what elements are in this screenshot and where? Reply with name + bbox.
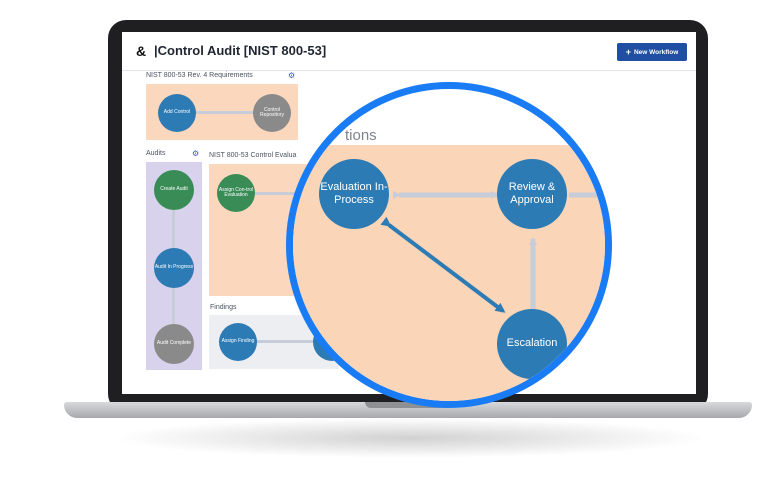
magnified-section-title: tions <box>345 127 377 144</box>
findings-title: Findings <box>210 304 237 311</box>
audits-panel: Create Audit Audit In Progress Audit Com… <box>146 162 202 370</box>
node-create-audit[interactable]: Create Audit <box>154 170 194 210</box>
requirements-title: NIST 800-53 Rev. 4 Requirements <box>146 72 253 79</box>
new-workflow-label: New Workflow <box>633 48 679 56</box>
plus-icon: + <box>625 46 631 57</box>
node-review-approval[interactable]: Review & Approval <box>497 159 567 229</box>
laptop-base <box>64 402 752 418</box>
page-title: |Control Audit [NIST 800-53] <box>154 43 327 58</box>
app-header: & |Control Audit [NIST 800-53] + New Wor… <box>122 32 696 71</box>
gear-icon[interactable]: ⚙ <box>288 71 296 80</box>
audits-title: Audits <box>146 150 166 157</box>
node-control-repository[interactable]: Control Repository <box>253 94 291 132</box>
logo-icon: & <box>136 43 147 59</box>
node-evaluation-in-process[interactable]: Evaluation In-Process <box>319 159 389 229</box>
node-assign-finding[interactable]: Assign Finding <box>219 323 257 361</box>
arrow-eval-escalation <box>380 216 506 313</box>
node-add-control[interactable]: Add Control <box>158 94 196 132</box>
requirements-panel: Add Control Control Repository <box>146 84 298 140</box>
laptop-shadow <box>110 418 710 458</box>
node-assign-control-evaluation[interactable]: Assign Con-trol Evaluation <box>217 174 255 212</box>
node-audit-complete[interactable]: Audit Complete <box>154 324 194 364</box>
magnified-flow-arrows <box>380 191 605 313</box>
laptop-notch <box>365 402 451 408</box>
evaluations-title: NIST 800-53 Control Evalua <box>209 152 297 159</box>
node-escalation[interactable]: Escalation <box>497 309 567 379</box>
magnifier-callout: tions Evaluation In-Process Review & App… <box>286 82 612 408</box>
gear-icon[interactable]: ⚙ <box>192 149 200 158</box>
flow-arrow <box>255 340 325 343</box>
flow-arrow <box>192 111 254 114</box>
new-workflow-button[interactable]: + New Workflow <box>617 43 687 61</box>
node-audit-in-progress[interactable]: Audit In Progress <box>154 248 194 288</box>
